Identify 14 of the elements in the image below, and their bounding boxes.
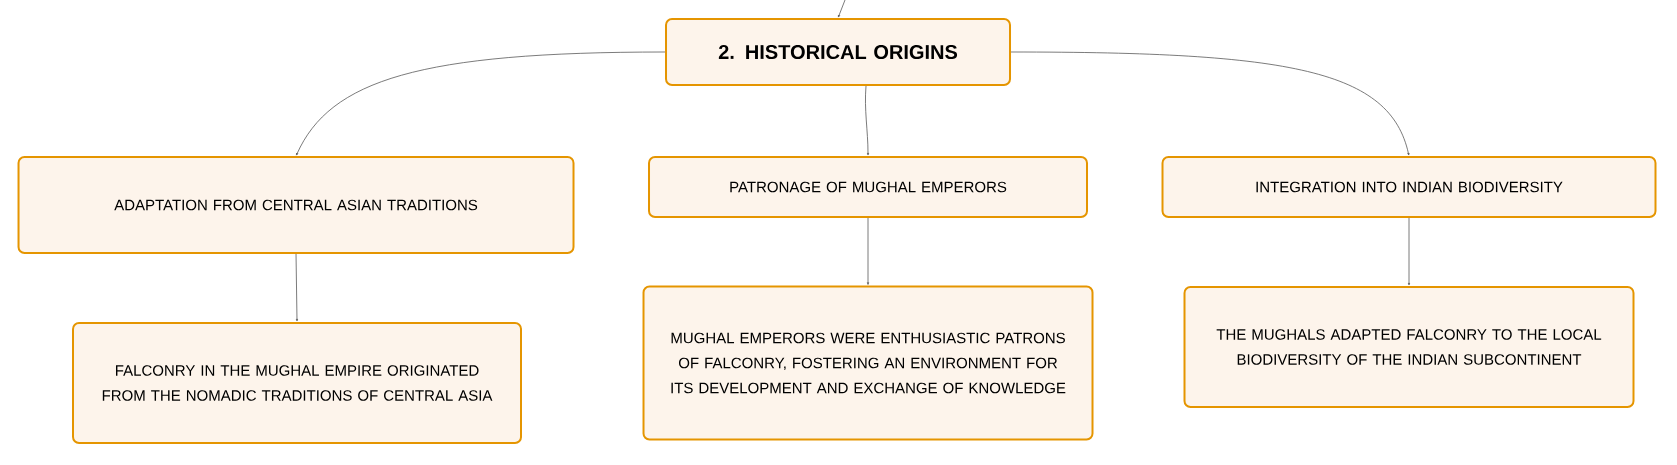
connector-arrow <box>295 253 299 322</box>
topic-box: THE MUGHALS ADAPTED FALCONRY TO THE LOCAL BIODIVERSITY OF THE INDIAN SUBCONTINENT <box>1183 286 1635 408</box>
topic-box: ADAPTATION FROM CENTRAL ASIAN TRADITIONS <box>17 156 575 254</box>
connector-arrow <box>296 51 666 156</box>
connector-arrow <box>1010 51 1410 156</box>
topic-box: MUGHAL EMPERORS WERE ENTHUSIASTIC PATRONS OF FALCONRY, FOSTERING AN ENVIRONMENT FOR ITS DEVELOPMENT AND EXCHANGE OF KNOWLEDGE <box>642 285 1094 441</box>
connector-arrow <box>865 85 870 156</box>
topic-box: INTEGRATION INTO INDIAN BIODIVERSITY <box>1161 156 1657 218</box>
title-box: 2. HISTORICAL ORIGINS <box>665 18 1011 86</box>
topic-box: FALCONRY IN THE MUGHAL EMPIRE ORIGINATED FROM THE NOMADIC TRADITIONS OF CENTRAL ASIA <box>72 322 522 444</box>
connector-arrow <box>838 0 846 18</box>
topic-box: PATRONAGE OF MUGHAL EMPERORS <box>648 156 1088 218</box>
connector-arrow <box>1407 217 1411 286</box>
connector-arrow <box>866 217 870 285</box>
